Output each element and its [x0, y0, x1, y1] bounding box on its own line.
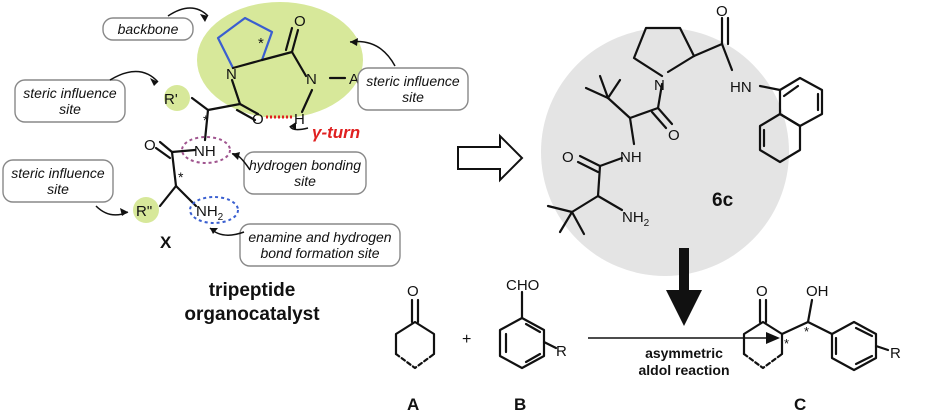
- c-r-label: R: [890, 345, 901, 362]
- a-o-label: O: [407, 283, 419, 300]
- reaction-label-1: asymmetric: [645, 345, 723, 361]
- r2-bond: [158, 184, 178, 208]
- c-o-label: O: [756, 283, 768, 300]
- cat-n-label: N: [654, 77, 665, 94]
- r1-label: R': [164, 91, 178, 108]
- svg-text:steric influence: steric influence: [366, 73, 460, 89]
- r1-highlight: [164, 85, 190, 111]
- steric-site-box-low: steric influence site: [2, 159, 114, 203]
- enamine-site-circle: [189, 196, 239, 224]
- svg-text:enamine and hydrogen: enamine and hydrogen: [248, 229, 391, 245]
- compound-c-label: C: [794, 395, 806, 414]
- nh2-label: NH2: [196, 203, 224, 223]
- title-line-1: tripeptide: [209, 280, 296, 301]
- svg-text:site: site: [294, 173, 316, 189]
- cat-o-label-1: O: [716, 3, 728, 20]
- alpha-carbon-bond: [260, 50, 294, 62]
- amide-bond: [290, 50, 308, 78]
- svg-text:steric influence: steric influence: [11, 165, 105, 181]
- svg-text:site: site: [402, 89, 424, 105]
- pyrrolidine-ring: [216, 16, 274, 70]
- steric-site-box-right: steric influence site: [357, 67, 469, 111]
- svg-text:hydrogen bonding: hydrogen bonding: [249, 157, 361, 173]
- n-h-bond: [300, 88, 314, 114]
- svg-text:backbone: backbone: [118, 21, 179, 37]
- r2-label: R": [136, 203, 152, 220]
- r1-bond: [190, 96, 210, 112]
- c-star-2: *: [804, 324, 809, 339]
- acyl-co-bond-b: [235, 108, 257, 122]
- ring-n-label: N: [226, 66, 237, 83]
- star-r1: *: [203, 112, 209, 128]
- compound-x-label: X: [160, 233, 172, 252]
- star-pro: *: [258, 35, 264, 52]
- o-label-pro: O: [294, 13, 306, 30]
- ca-nh-bond: [203, 108, 210, 142]
- acyl-co-bond-a: [238, 102, 260, 116]
- gamma-turn-label: γ-turn: [312, 123, 360, 142]
- c-star-1: *: [784, 336, 789, 351]
- svg-text:site: site: [47, 181, 69, 197]
- compound-6c-label: 6c: [712, 190, 734, 211]
- enamine-site-box: enamine and hydrogen bond formation site: [239, 223, 401, 267]
- hbond-site-circle: [181, 136, 231, 164]
- n-acyl-bond: [230, 78, 242, 106]
- steric-site-box-mid: steric influence site: [14, 79, 126, 123]
- catalyst-highlight: [541, 28, 789, 276]
- open-arrow: [457, 133, 524, 183]
- carbonyl-bond-b: [284, 26, 294, 52]
- nh-co-bond: [170, 148, 197, 154]
- cyclohexanone-a: [394, 298, 436, 370]
- proline-highlight: [197, 2, 363, 118]
- reaction-arrow-head: [766, 332, 780, 344]
- title-line-2: organocatalyst: [184, 304, 320, 325]
- c-oh-label: OH: [806, 283, 829, 300]
- down-arrow-head: [666, 290, 702, 326]
- h-label: H: [294, 111, 305, 128]
- down-arrow-shaft: [679, 248, 689, 292]
- amide-n-label: N: [306, 71, 317, 88]
- compound-a-label: A: [407, 395, 419, 414]
- o-label-2: O: [144, 137, 156, 154]
- cat-o-label-2: O: [668, 127, 680, 144]
- co2-bond-b: [154, 146, 172, 160]
- annotation-arrowheads: [120, 14, 358, 234]
- r2-highlight: [133, 197, 159, 223]
- cat-hn-label: HN: [730, 79, 752, 96]
- o-label-acyl: O: [252, 111, 264, 128]
- benzaldehyde-b: [498, 290, 558, 370]
- b-cho-label: CHO: [506, 277, 539, 294]
- acyl-ca-bond: [206, 102, 242, 112]
- nh-label: NH: [194, 143, 216, 160]
- co2-bond-a: [158, 140, 174, 154]
- catalyst-6c-bonds: [546, 16, 824, 236]
- star-r2: *: [178, 169, 184, 185]
- ring-closure-bond: [231, 58, 264, 70]
- cat-nh-label: NH: [620, 149, 642, 166]
- cat-o-label-3: O: [562, 149, 574, 166]
- svg-text:site: site: [59, 101, 81, 117]
- reaction-label-2: aldol reaction: [638, 362, 729, 378]
- cat-nh2-label: NH2: [622, 209, 650, 229]
- hydrogen-bonding-box: hydrogen bonding site: [243, 151, 367, 195]
- backbone-box: backbone: [102, 17, 194, 41]
- co2-ca-bond: [170, 150, 178, 188]
- aldol-product-c: [742, 298, 890, 372]
- svg-text:bond formation site: bond formation site: [260, 245, 379, 261]
- carbonyl-bond-a: [290, 28, 300, 54]
- b-r-label: R: [556, 343, 567, 360]
- svg-text:steric influence: steric influence: [23, 85, 117, 101]
- compound-b-label: B: [514, 395, 526, 414]
- plus-sign: +: [462, 331, 471, 348]
